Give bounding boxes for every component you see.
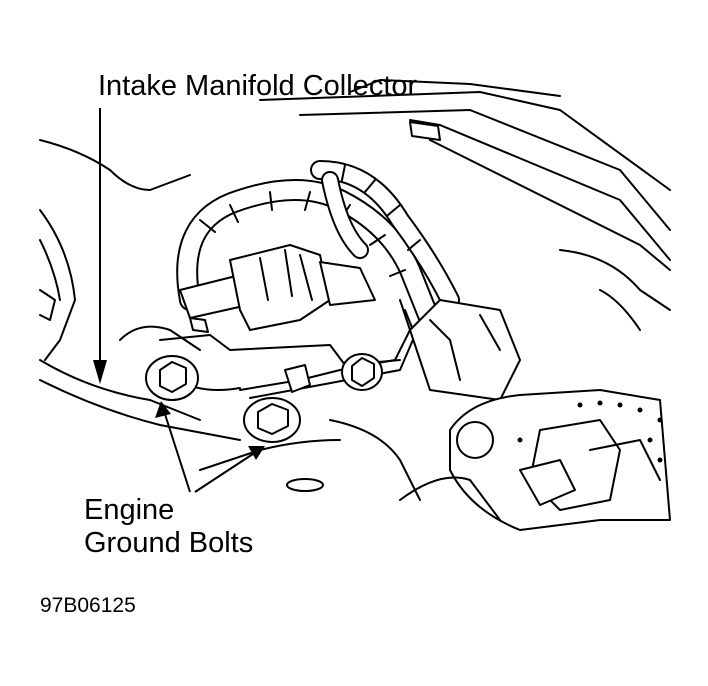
bracket-bolt [341, 353, 383, 391]
intake-manifold-body [259, 79, 671, 331]
figure-code: 97B06125 [40, 594, 136, 617]
engine-ground-bolts-line1: Engine [84, 494, 175, 526]
engine-block-left [39, 139, 241, 441]
intake-manifold-collector-label: Intake Manifold Collector [98, 70, 418, 102]
hose-dots [517, 400, 663, 463]
ground-bolt-leader-arrows [155, 401, 265, 493]
ground-bolt-left [145, 355, 199, 401]
lower-contours [199, 419, 421, 501]
engine-ground-bolts-label: Engine Ground Bolts [84, 494, 253, 560]
intake-leader-arrow [93, 108, 107, 384]
ground-bolt-right [243, 397, 301, 443]
harness-connector [179, 244, 376, 333]
throttle-body [399, 299, 671, 531]
engine-ground-bolts-line2: Ground Bolts [84, 527, 254, 559]
wire-harness [176, 160, 460, 331]
